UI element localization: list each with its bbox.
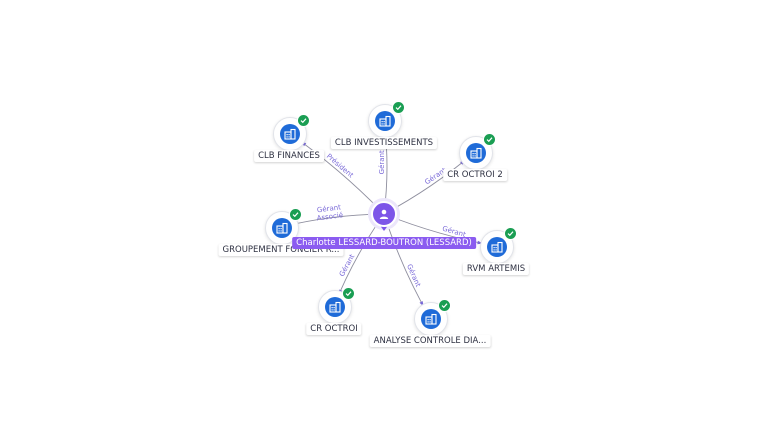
company-node-cr-octroi[interactable] <box>318 287 355 324</box>
building-icon <box>325 297 345 317</box>
company-node-rvm-artemis[interactable] <box>480 227 517 264</box>
building-icon <box>272 218 292 238</box>
company-node-cr-octroi-2[interactable] <box>459 133 496 170</box>
edge-label-cr-octroi: Gérant <box>338 253 357 278</box>
building-icon <box>280 124 300 144</box>
company-node-clb-finances[interactable] <box>273 114 310 151</box>
company-label[interactable]: RVM ARTEMIS <box>462 263 530 275</box>
company-label[interactable]: CLB FINANCES <box>254 150 324 162</box>
verified-check-icon <box>504 227 517 240</box>
company-label[interactable]: ANALYSE CONTROLE DIA... <box>369 335 491 347</box>
person-node[interactable] <box>368 198 400 231</box>
verified-check-icon <box>392 101 405 114</box>
building-icon <box>466 143 486 163</box>
company-label[interactable]: CR OCTROI <box>306 323 362 335</box>
edge-label-clb-finances: Président <box>325 152 355 179</box>
marker-pointer <box>379 224 389 231</box>
person-icon <box>371 201 397 227</box>
verified-check-icon <box>438 299 451 312</box>
building-icon <box>487 237 507 257</box>
company-node-analyse-controle[interactable] <box>414 299 451 336</box>
company-node-clb-investissements[interactable] <box>368 101 405 138</box>
company-label[interactable]: CLB INVESTISSEMENTS <box>330 137 438 149</box>
verified-check-icon <box>289 208 302 221</box>
edge-label-groupement-foncier: Gérant <box>316 203 341 214</box>
building-icon <box>421 309 441 329</box>
verified-check-icon <box>483 133 496 146</box>
edge-label-clb-investissements: Gérant <box>378 150 386 174</box>
building-icon <box>375 111 395 131</box>
verified-check-icon <box>297 114 310 127</box>
company-label[interactable]: CR OCTROI 2 <box>443 169 507 181</box>
verified-check-icon <box>342 287 355 300</box>
person-name-label[interactable]: Charlotte LESSARD-BOUTRON (LESSARD) <box>292 237 476 249</box>
edge-label-groupement-foncier: Associé <box>316 211 343 222</box>
